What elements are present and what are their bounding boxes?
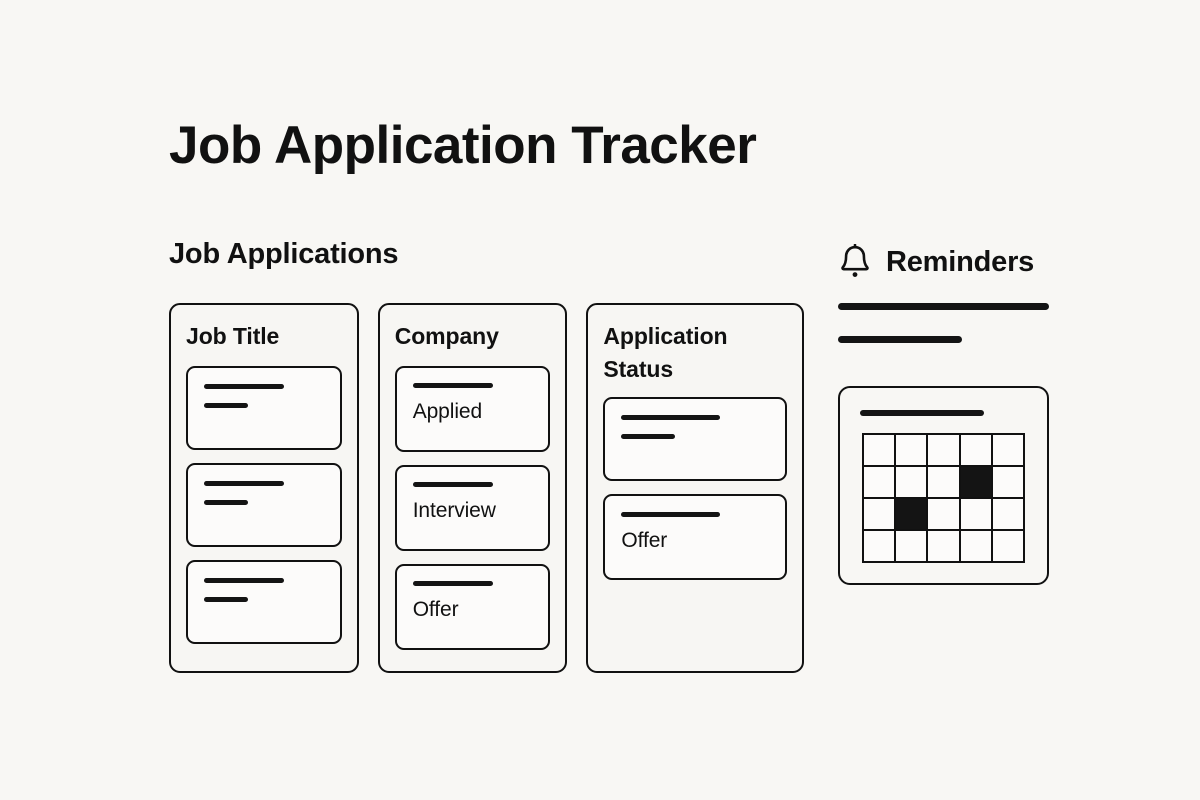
status-label: Offer: [412, 597, 459, 621]
calendar-cell[interactable]: [992, 435, 1023, 465]
calendar-cell[interactable]: [928, 467, 959, 497]
status-label: Applied: [412, 399, 483, 423]
calendar-cell[interactable]: [992, 499, 1023, 529]
calendar-cell[interactable]: [928, 531, 959, 561]
calendar-cell[interactable]: [992, 531, 1023, 561]
calendar-cell[interactable]: [960, 499, 991, 529]
job-title-card[interactable]: [186, 559, 342, 644]
column-job-title: Job Title: [169, 303, 359, 673]
placeholder-line-long: [204, 383, 285, 389]
placeholder-line-long: [204, 480, 285, 486]
calendar-title-placeholder-line: [860, 410, 985, 416]
job-title-card[interactable]: [186, 462, 342, 547]
placeholder-line-short: [621, 434, 676, 440]
calendar-cell[interactable]: [896, 531, 927, 561]
status-label: Offer: [621, 529, 668, 553]
application-status-card[interactable]: [603, 397, 787, 482]
company-card[interactable]: Offer: [394, 563, 551, 650]
calendar-card[interactable]: [838, 386, 1049, 585]
calendar-cell[interactable]: [864, 435, 895, 465]
reminder-placeholder-line: [838, 336, 963, 343]
reminder-placeholder-line: [838, 303, 1049, 310]
placeholder-line-long: [412, 580, 493, 586]
placeholder-line-long: [621, 512, 721, 518]
application-status-card[interactable]: Offer: [603, 494, 787, 581]
job-applications-heading: Job Applications: [169, 238, 399, 270]
calendar-cell[interactable]: [960, 435, 991, 465]
placeholder-line-long: [204, 577, 285, 583]
status-label: Interview: [412, 498, 496, 522]
column-title-company: Company: [394, 323, 499, 349]
job-title-card[interactable]: [186, 365, 342, 450]
calendar-cell[interactable]: [992, 467, 1023, 497]
placeholder-line-long: [621, 415, 721, 421]
placeholder-line-short: [204, 596, 248, 602]
page-title: Job Application Tracker: [169, 116, 757, 175]
applications-columns: Job Title Company Applied I: [169, 303, 804, 673]
reminders-heading: Reminders: [886, 245, 1035, 278]
reminders-header: Reminders: [838, 244, 1034, 280]
calendar-cell[interactable]: [864, 531, 895, 561]
calendar-cell[interactable]: [928, 499, 959, 529]
placeholder-line-short: [204, 402, 248, 408]
column-application-status: Application Status Offer: [586, 303, 804, 673]
company-card[interactable]: Applied: [394, 365, 551, 452]
company-card[interactable]: Interview: [394, 464, 551, 551]
calendar-cell-marked[interactable]: [960, 467, 991, 497]
column-company: Company Applied Interview Offer: [377, 303, 568, 673]
calendar-cell[interactable]: [928, 435, 959, 465]
calendar-cell[interactable]: [864, 467, 895, 497]
bell-icon: [838, 244, 872, 280]
calendar-grid[interactable]: [862, 433, 1025, 563]
column-title-job-title: Job Title: [186, 323, 280, 349]
calendar-cell-marked[interactable]: [896, 499, 927, 529]
placeholder-line-long: [412, 481, 493, 487]
reminders-panel: [838, 303, 1049, 585]
calendar-cell[interactable]: [864, 499, 895, 529]
placeholder-line-short: [204, 499, 248, 505]
column-title-application-status: Application Status: [603, 323, 728, 382]
calendar-cell[interactable]: [896, 467, 927, 497]
placeholder-line-long: [412, 382, 493, 388]
calendar-cell[interactable]: [896, 435, 927, 465]
calendar-cell[interactable]: [960, 531, 991, 561]
